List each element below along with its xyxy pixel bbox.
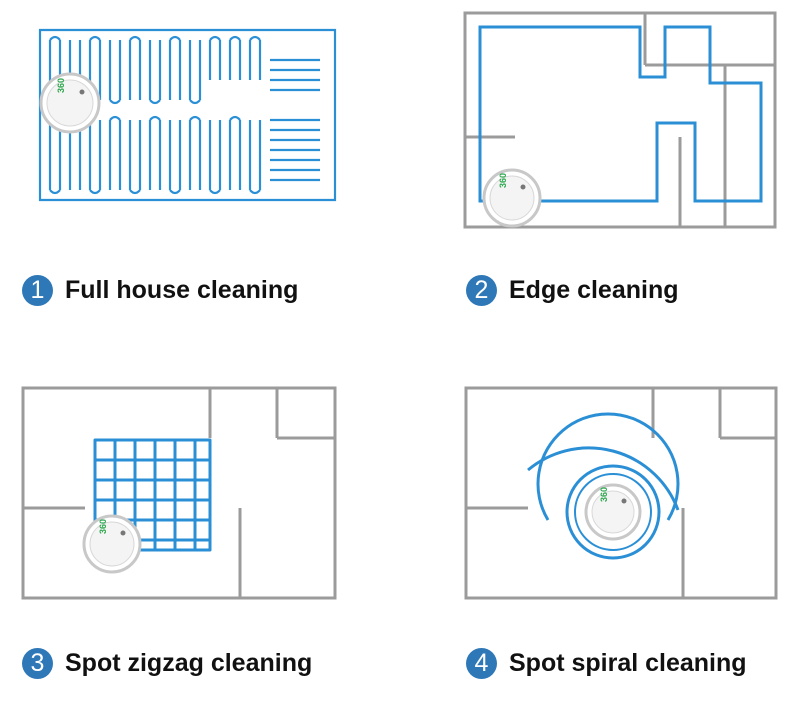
robot-vacuum-icon: 360 [584,483,642,541]
edge-cleaning-diagram: 360 [455,5,785,240]
spot-zigzag-cleaning-diagram: 360 [15,380,340,605]
step-badge: 3 [22,648,53,679]
caption-full-house: 1 Full house cleaning [22,275,298,306]
mode-label: Spot spiral cleaning [509,649,747,677]
svg-text:360: 360 [56,78,66,93]
robot-vacuum-icon: 360 [482,168,542,228]
full-house-cleaning-diagram: 360 [0,0,380,240]
caption-edge: 2 Edge cleaning [466,275,678,306]
edge-cleaning-map [463,11,777,229]
mode-label: Edge cleaning [509,276,679,304]
svg-text:360: 360 [498,173,508,188]
svg-text:360: 360 [98,519,108,534]
mode-label: Full house cleaning [65,276,299,304]
robot-vacuum-icon: 360 [82,514,142,574]
svg-text:360: 360 [599,487,609,502]
spot-spiral-map [464,386,778,600]
spot-zigzag-map [21,386,337,600]
step-badge: 1 [22,275,53,306]
caption-spot-spiral: 4 Spot spiral cleaning [466,648,747,679]
robot-vacuum-icon: 360 [39,72,101,134]
caption-spot-zigzag: 3 Spot zigzag cleaning [22,648,312,679]
full-house-path [38,28,337,202]
mode-label: Spot zigzag cleaning [65,649,313,677]
step-badge: 2 [466,275,497,306]
spot-spiral-cleaning-diagram: 360 [458,380,783,605]
step-badge: 4 [466,648,497,679]
